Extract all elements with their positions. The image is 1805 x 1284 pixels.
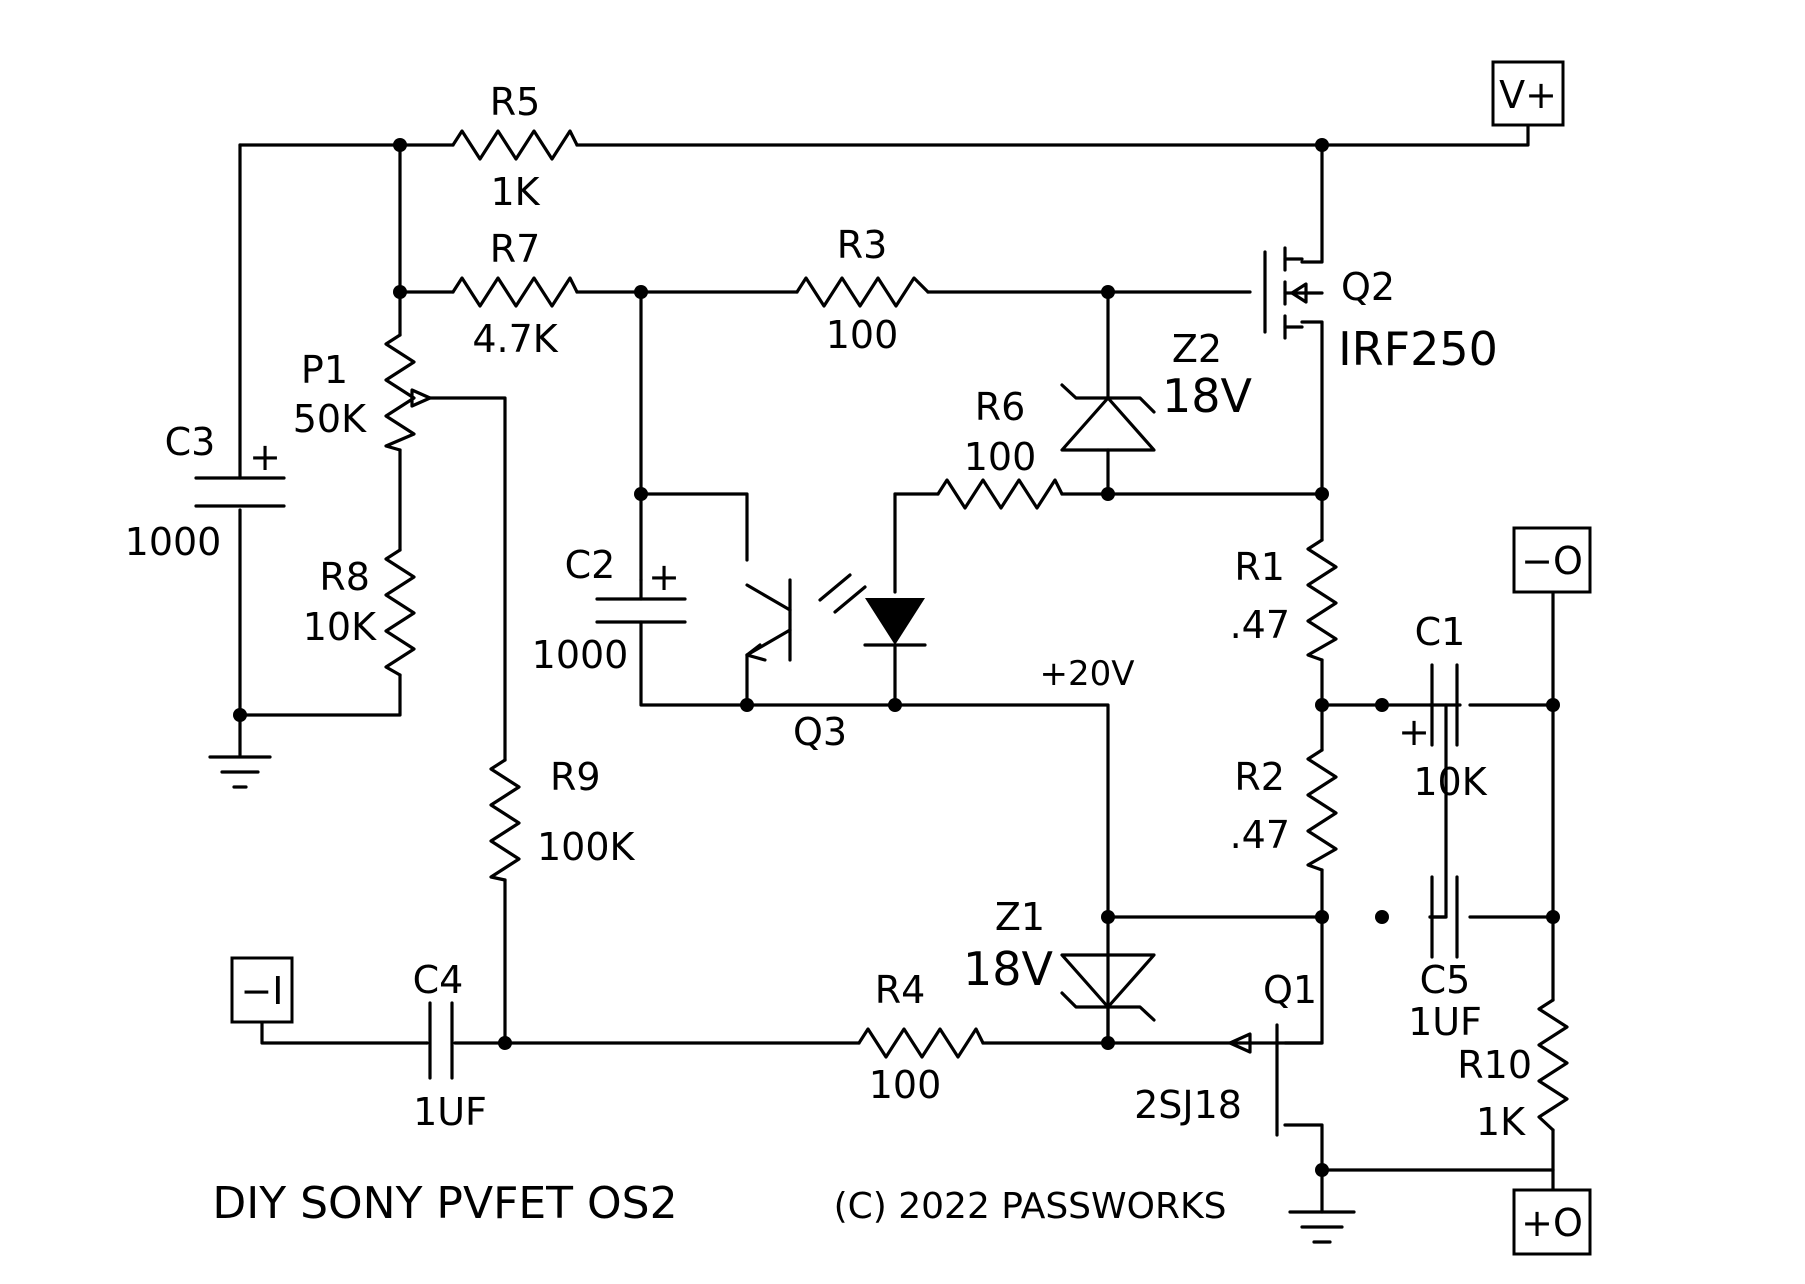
- c1-value: 10K: [1413, 760, 1487, 804]
- terminal-vplus: V+: [1491, 60, 1565, 127]
- c3-polarity: +: [249, 435, 281, 479]
- potentiometer-p1: P1 50K: [293, 333, 432, 452]
- resistor-r3: R3 100: [795, 223, 930, 357]
- r3-ref: R3: [837, 223, 888, 267]
- c4-value: 1UF: [413, 1090, 487, 1134]
- r4-value: 100: [869, 1063, 942, 1107]
- terminal-minus-in: −I: [230, 956, 294, 1024]
- resistor-r10: R10 1K: [1457, 998, 1569, 1144]
- capacitor-c5: C5 1UF: [1408, 875, 1482, 1044]
- capacitor-c2: + C2 1000: [532, 543, 687, 677]
- plus-out-label: +O: [1521, 1201, 1583, 1245]
- r1-ref: R1: [1234, 545, 1285, 589]
- p1-value: 50K: [293, 397, 367, 441]
- resistor-r7: R7 4.7K: [451, 227, 579, 361]
- r1-value: .47: [1230, 603, 1290, 647]
- optocoupler-q3: Q3: [745, 573, 927, 754]
- r6-ref: R6: [975, 385, 1026, 429]
- r2-value: .47: [1230, 813, 1290, 857]
- ground-symbol-right: [1288, 1210, 1356, 1244]
- q2-value: IRF250: [1338, 322, 1498, 376]
- net-label-plus20v: +20V: [1039, 654, 1134, 694]
- z1-ref: Z1: [995, 895, 1045, 939]
- schematic-title: DIY SONY PVFET OS2: [212, 1178, 677, 1229]
- q3-ref: Q3: [793, 710, 847, 754]
- z2-value: 18V: [1162, 369, 1253, 423]
- resistor-r2: R2 .47: [1230, 748, 1338, 872]
- c2-polarity: +: [648, 555, 680, 599]
- c3-value: 1000: [125, 520, 222, 564]
- r8-ref: R8: [319, 555, 370, 599]
- r5-value: 1K: [490, 170, 540, 214]
- resistor-r8: R8 10K: [303, 548, 416, 677]
- r10-value: 1K: [1476, 1100, 1526, 1144]
- r3-value: 100: [826, 313, 899, 357]
- zener-z2: Z2 18V: [1060, 327, 1253, 452]
- c4-ref: C4: [413, 958, 464, 1002]
- r6-value: 100: [964, 435, 1037, 479]
- resistor-r9: R9 100K: [489, 755, 636, 882]
- resistor-r1: R1 .47: [1230, 538, 1338, 662]
- c2-ref: C2: [565, 543, 616, 587]
- c2-value: 1000: [532, 633, 629, 677]
- p1-ref: P1: [301, 348, 348, 392]
- z1-value: 18V: [963, 942, 1054, 996]
- c5-value: 1UF: [1408, 1000, 1482, 1044]
- capacitor-c3: + C3 1000: [125, 420, 286, 564]
- terminal-plus-out: +O: [1512, 1188, 1592, 1256]
- zener-z1: Z1 18V: [963, 895, 1156, 1045]
- terminal-minus-out: −O: [1512, 526, 1592, 594]
- r9-value: 100K: [537, 825, 636, 869]
- resistor-r4: R4 100: [857, 968, 985, 1107]
- jfet-q1: Q1 2SJ18: [1134, 968, 1324, 1137]
- resistor-r6: R6 100: [936, 385, 1064, 510]
- mosfet-q2: Q2 IRF250: [1263, 246, 1498, 376]
- r7-ref: R7: [490, 227, 541, 271]
- minus-out-label: −O: [1521, 539, 1583, 583]
- q1-ref: Q1: [1263, 968, 1317, 1012]
- capacitor-c1: + C1 10K: [1398, 610, 1488, 804]
- vplus-label: V+: [1499, 73, 1557, 117]
- r4-ref: R4: [875, 968, 926, 1012]
- r9-ref: R9: [550, 755, 601, 799]
- c1-ref: C1: [1415, 610, 1466, 654]
- r5-ref: R5: [490, 80, 541, 124]
- q1-value: 2SJ18: [1134, 1083, 1242, 1127]
- r2-ref: R2: [1234, 755, 1285, 799]
- r7-value: 4.7K: [472, 317, 558, 361]
- c1-polarity: +: [1398, 710, 1430, 754]
- copyright-notice: (C) 2022 PASSWORKS: [834, 1186, 1227, 1227]
- q2-ref: Q2: [1341, 265, 1395, 309]
- ground-symbol-left: [208, 755, 272, 789]
- minus-in-label: −I: [240, 969, 283, 1013]
- junction-dots: [233, 138, 1560, 1177]
- c3-ref: C3: [165, 420, 216, 464]
- z2-ref: Z2: [1172, 327, 1222, 371]
- capacitor-c4: C4 1UF: [413, 958, 487, 1134]
- r10-ref: R10: [1457, 1043, 1532, 1087]
- r8-value: 10K: [303, 605, 377, 649]
- resistor-r5: R5 1K: [451, 80, 579, 214]
- c5-ref: C5: [1420, 958, 1471, 1002]
